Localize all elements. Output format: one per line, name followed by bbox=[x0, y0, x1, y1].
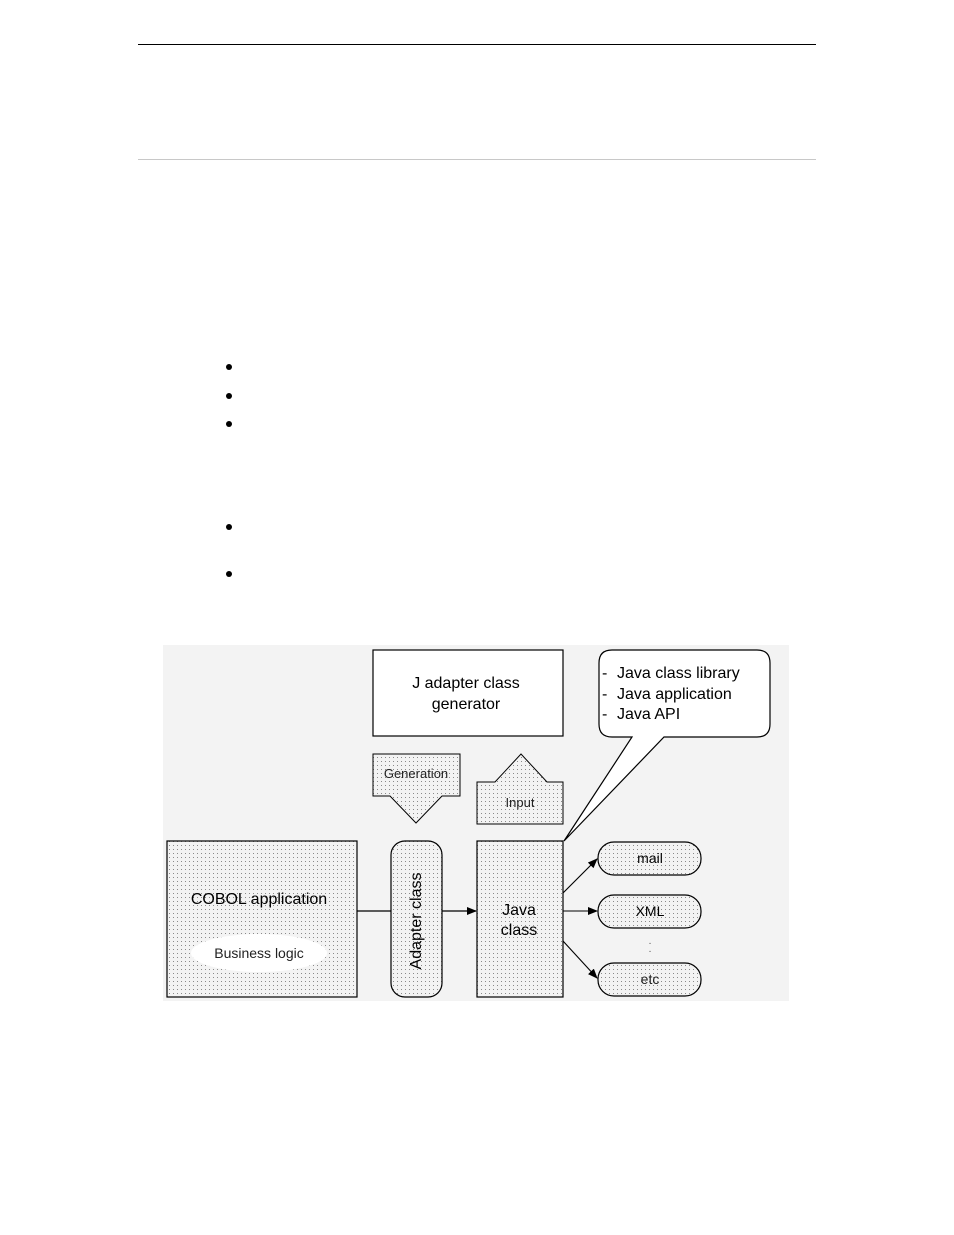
header-rule bbox=[138, 44, 816, 45]
business-logic-ellipse bbox=[191, 934, 327, 972]
generation-label: Generation bbox=[384, 766, 448, 781]
generation-arrow: Generation bbox=[372, 753, 461, 824]
cobol-label: COBOL application bbox=[191, 891, 327, 908]
java-class-line1: Java bbox=[502, 902, 536, 919]
callout-dash: - bbox=[602, 686, 607, 703]
output-label: mail bbox=[637, 850, 663, 866]
java-resources-callout: - Java class library - Java application … bbox=[563, 649, 771, 842]
list-bullet bbox=[226, 421, 232, 427]
callout-item: Java class library bbox=[617, 665, 740, 682]
java-class-line2: class bbox=[501, 922, 537, 939]
output-etc: etc bbox=[597, 962, 702, 997]
generator-title-line2: generator bbox=[432, 696, 501, 713]
callout-dash: - bbox=[602, 706, 607, 723]
list-bullet bbox=[226, 393, 232, 399]
generator-box: J adapter class generator bbox=[372, 649, 564, 737]
list-bullet bbox=[226, 571, 232, 577]
adapter-label: Adapter class bbox=[408, 873, 425, 970]
business-logic-label: Business logic bbox=[214, 945, 304, 961]
java-class-box: Java class bbox=[476, 840, 564, 998]
ellipsis-dot: . bbox=[649, 944, 652, 955]
subheader-rule bbox=[138, 159, 816, 160]
output-label: XML bbox=[636, 903, 665, 919]
list-bullet bbox=[226, 524, 232, 530]
output-mail: mail bbox=[597, 841, 702, 876]
callout-item: Java API bbox=[617, 706, 680, 723]
cobol-application-box: COBOL application Business logic bbox=[166, 840, 358, 998]
output-xml: XML bbox=[597, 894, 702, 929]
output-label: etc bbox=[641, 971, 660, 987]
list-bullet bbox=[226, 364, 232, 370]
callout-dash: - bbox=[602, 665, 607, 682]
generator-title-line1: J adapter class bbox=[412, 675, 520, 692]
ellipsis-dot: . bbox=[649, 936, 652, 947]
java-mail-arrow bbox=[562, 858, 598, 894]
input-arrow: Input bbox=[476, 753, 564, 825]
java-etc-arrow bbox=[562, 940, 598, 979]
input-label: Input bbox=[506, 795, 535, 810]
adapter-class-box: Adapter class bbox=[390, 840, 443, 998]
callout-item: Java application bbox=[617, 686, 732, 703]
